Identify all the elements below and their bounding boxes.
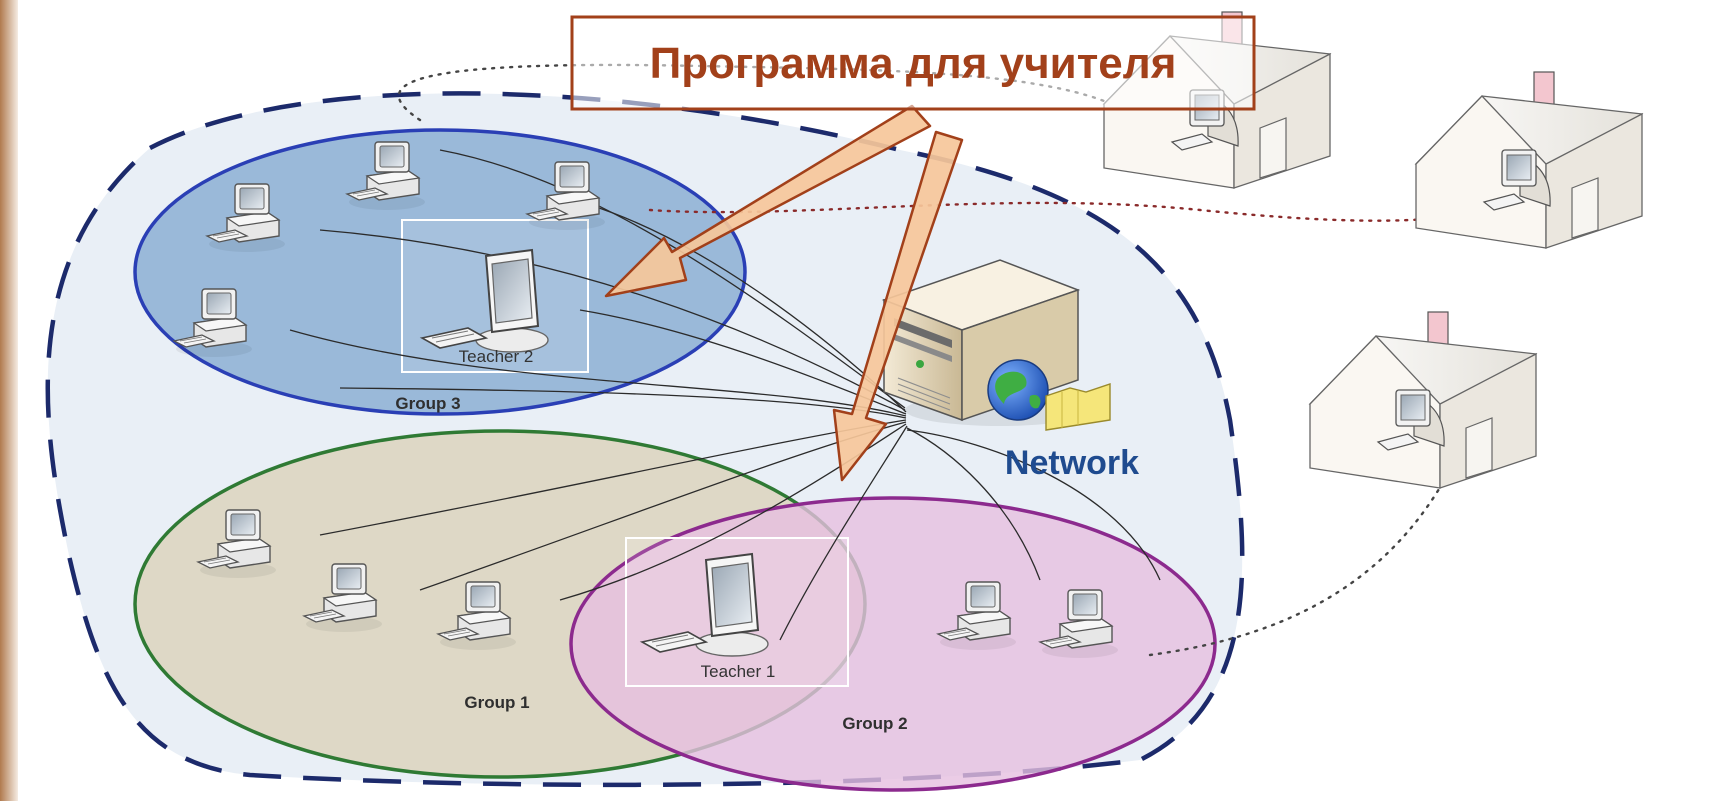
arrow-to-teacher-2 [604, 104, 932, 298]
teacher-1-label: Teacher 1 [701, 662, 776, 681]
group-3-label: Group 3 [395, 394, 460, 413]
group-1-label: Group 1 [464, 693, 529, 712]
group-2-label: Group 2 [842, 714, 907, 733]
globe-icon [987, 359, 1049, 421]
callout-arrows [604, 104, 964, 482]
callout-box [570, 15, 1256, 111]
house-2-icon [1415, 71, 1643, 249]
callout-text: Программа для учителя [650, 39, 1177, 88]
slide-left-strip [0, 0, 18, 801]
house-3-icon [1309, 311, 1537, 489]
teacher-2-label: Teacher 2 [459, 347, 534, 366]
folder-icon [1045, 383, 1111, 431]
arrow-to-teacher-1 [832, 130, 964, 482]
network-label: Network [1005, 444, 1139, 482]
